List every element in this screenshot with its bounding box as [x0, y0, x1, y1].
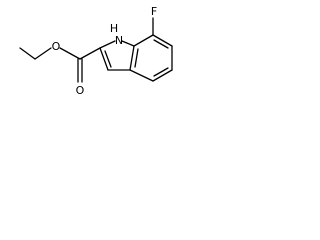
- nh-nitrogen-label: N: [115, 34, 123, 47]
- bond-ch2-o: [34, 47, 52, 60]
- bond-c5-c4: [152, 69, 173, 82]
- bond-c2-c3-inner: [104, 50, 112, 68]
- bond-c4-c3a: [129, 69, 154, 82]
- bond-c3a-c7a: [129, 45, 135, 71]
- bond-c5-c4-inner: [153, 67, 169, 77]
- ester-oxygen-label: O: [52, 40, 61, 53]
- bond-c2-c3: [99, 47, 109, 71]
- carbonyl-oxygen-label: O: [76, 84, 85, 97]
- molecule-drawing: F H N O O: [19, 5, 173, 97]
- bond-c7-c6-inner: [153, 39, 169, 49]
- structure-canvas: F H N O O: [0, 0, 209, 115]
- nh-hydrogen-label: H: [110, 22, 118, 35]
- bond-c3a-c7a-inner: [134, 48, 139, 68]
- bond-c7-c6: [152, 34, 173, 47]
- bond-carbonyl-c2: [79, 47, 101, 60]
- bond-n1-c7a: [121, 40, 135, 47]
- bond-ch3-ch2: [19, 47, 36, 60]
- bond-c2-n1: [99, 40, 116, 49]
- bond-o-carbonyl: [59, 47, 81, 60]
- fluorine-label: F: [151, 5, 157, 18]
- bond-c7a-c7: [133, 34, 154, 47]
